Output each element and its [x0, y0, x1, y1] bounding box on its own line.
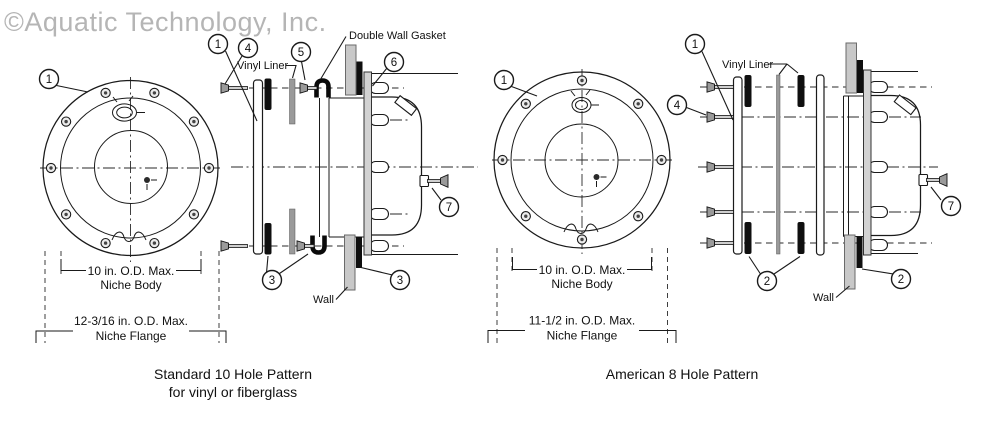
svg-text:1: 1 — [692, 39, 698, 51]
ring-notch — [111, 231, 147, 242]
flange-lugs — [868, 80, 889, 252]
svg-text:4: 4 — [674, 100, 681, 112]
svg-text:5: 5 — [298, 47, 304, 59]
callout-1-left-front: 1 — [38, 68, 60, 90]
wall-gasket-bottom — [856, 237, 863, 268]
wall-bottom — [844, 234, 856, 290]
pilot-hole — [593, 174, 607, 187]
wall-top — [845, 42, 857, 94]
conduit-tab — [893, 94, 917, 116]
niche-opening — [544, 123, 619, 198]
vinyl-liner-top — [289, 78, 296, 125]
conduit-tab — [394, 94, 418, 117]
vinyl-liner-label-left: Vinyl Liner — [237, 60, 288, 72]
left-front-view: 1 — [38, 68, 221, 262]
gasket-top-b — [797, 75, 805, 107]
callout-7-left: 7 — [438, 196, 460, 218]
niche-flange-edge — [863, 69, 872, 256]
niche-flange-outline — [493, 71, 671, 249]
ring-notch — [563, 223, 599, 234]
sealing-ring-edge — [732, 76, 743, 255]
flange-screws — [706, 81, 734, 249]
callout-4-right: 4 — [666, 94, 688, 116]
right-assembly: 1 10 in. O.D. Max. Niche Body 11-1/2 in.… — [487, 33, 962, 382]
callout-3-right: 3 — [389, 269, 411, 291]
callout-5-left: 5 — [290, 41, 312, 63]
gasket-top-a — [744, 75, 752, 107]
dim-flange-value: 11-1/2 in. O.D. Max. — [529, 314, 635, 328]
wall-gasket-top — [356, 61, 363, 95]
wall-gasket-bottom — [356, 237, 362, 268]
left-caption-line2: for vinyl or fiberglass — [169, 384, 297, 400]
svg-text:4: 4 — [245, 43, 252, 55]
body-screw — [427, 174, 449, 188]
dim-body-value: 10 in. O.D. Max. — [88, 264, 175, 278]
niche-flange-outline — [42, 79, 219, 257]
left-assembly: 1 10 in. O.D. Max. Niche Body 12-3/16 in… — [35, 30, 478, 400]
callout-1-right-side: 1 — [684, 33, 706, 55]
svg-text:2: 2 — [764, 276, 770, 288]
callout-4-left: 4 — [237, 37, 259, 59]
backing-ring-edge — [815, 74, 825, 256]
conduit-hub — [570, 89, 599, 113]
left-caption-line1: Standard 10 Hole Pattern — [154, 366, 312, 382]
svg-text:7: 7 — [948, 201, 954, 213]
niche-flange-edge — [363, 71, 372, 256]
wall-bottom — [344, 234, 356, 291]
double-wall-gasket-top — [314, 78, 331, 98]
callout-3-left: 3 — [261, 269, 283, 291]
niche-body-outline — [60, 97, 201, 239]
gasket-bottom — [264, 223, 272, 255]
left-dimensions: 10 in. O.D. Max. Niche Body 12-3/16 in. … — [35, 251, 227, 343]
double-wall-gasket-label: Double Wall Gasket — [349, 30, 446, 42]
svg-text:1: 1 — [215, 39, 221, 51]
svg-text:3: 3 — [269, 275, 275, 287]
callout-1-right-front: 1 — [493, 69, 515, 91]
callout-1-left-side: 1 — [207, 33, 229, 55]
wall-gasket-top — [857, 60, 863, 93]
watermark: ©Aquatic Technology, Inc. — [4, 7, 327, 37]
body-screw — [926, 173, 948, 187]
callout-6-left: 6 — [383, 51, 405, 73]
right-dimensions: 10 in. O.D. Max. Niche Body 11-1/2 in. O… — [487, 248, 677, 343]
conduit-hub — [112, 95, 145, 122]
flange-lugs — [369, 81, 390, 253]
pilot-hole — [144, 177, 157, 190]
dim-flange-label: Niche Flange — [96, 329, 167, 343]
svg-text:1: 1 — [46, 74, 52, 86]
svg-text:1: 1 — [501, 75, 507, 87]
niche-body-outline — [510, 88, 654, 232]
right-front-view: 1 — [492, 69, 673, 254]
dim-body-value: 10 in. O.D. Max. — [539, 263, 626, 277]
callout-2-left: 2 — [756, 270, 778, 292]
sealing-ring-edge — [252, 79, 264, 255]
screw-bottom-left — [220, 240, 248, 252]
dim-body-label: Niche Body — [551, 277, 612, 291]
svg-text:3: 3 — [397, 275, 403, 287]
wall-label-right: Wall — [813, 292, 834, 304]
wall-label-left: Wall — [313, 294, 334, 306]
right-caption-line1: American 8 Hole Pattern — [606, 366, 759, 382]
vinyl-liner-label-right: Vinyl Liner — [722, 59, 773, 71]
dim-flange-value: 12-3/16 in. O.D. Max. — [74, 314, 188, 328]
svg-text:7: 7 — [446, 202, 452, 214]
dim-body-label: Niche Body — [100, 278, 161, 292]
svg-text:2: 2 — [898, 274, 904, 286]
vinyl-liner-sheet — [776, 74, 781, 255]
gasket-bottom-a — [744, 222, 752, 254]
double-wall-gasket-bottom — [310, 235, 327, 255]
dim-flange-label: Niche Flange — [547, 329, 618, 343]
gasket-bottom-b — [797, 222, 805, 254]
niche-opening — [94, 130, 168, 204]
callout-7-right: 7 — [940, 195, 962, 217]
vinyl-liner-bottom — [289, 208, 296, 255]
right-side-view: 1 4 Vinyl Liner 2 2 — [666, 33, 962, 304]
svg-text:6: 6 — [391, 57, 397, 69]
wall-top — [345, 44, 357, 96]
gasket-top — [264, 78, 272, 110]
left-side-view: 1 4 Vinyl Liner 5 Double Wall Gasket 6 — [207, 30, 478, 306]
callout-2-right: 2 — [890, 268, 912, 290]
